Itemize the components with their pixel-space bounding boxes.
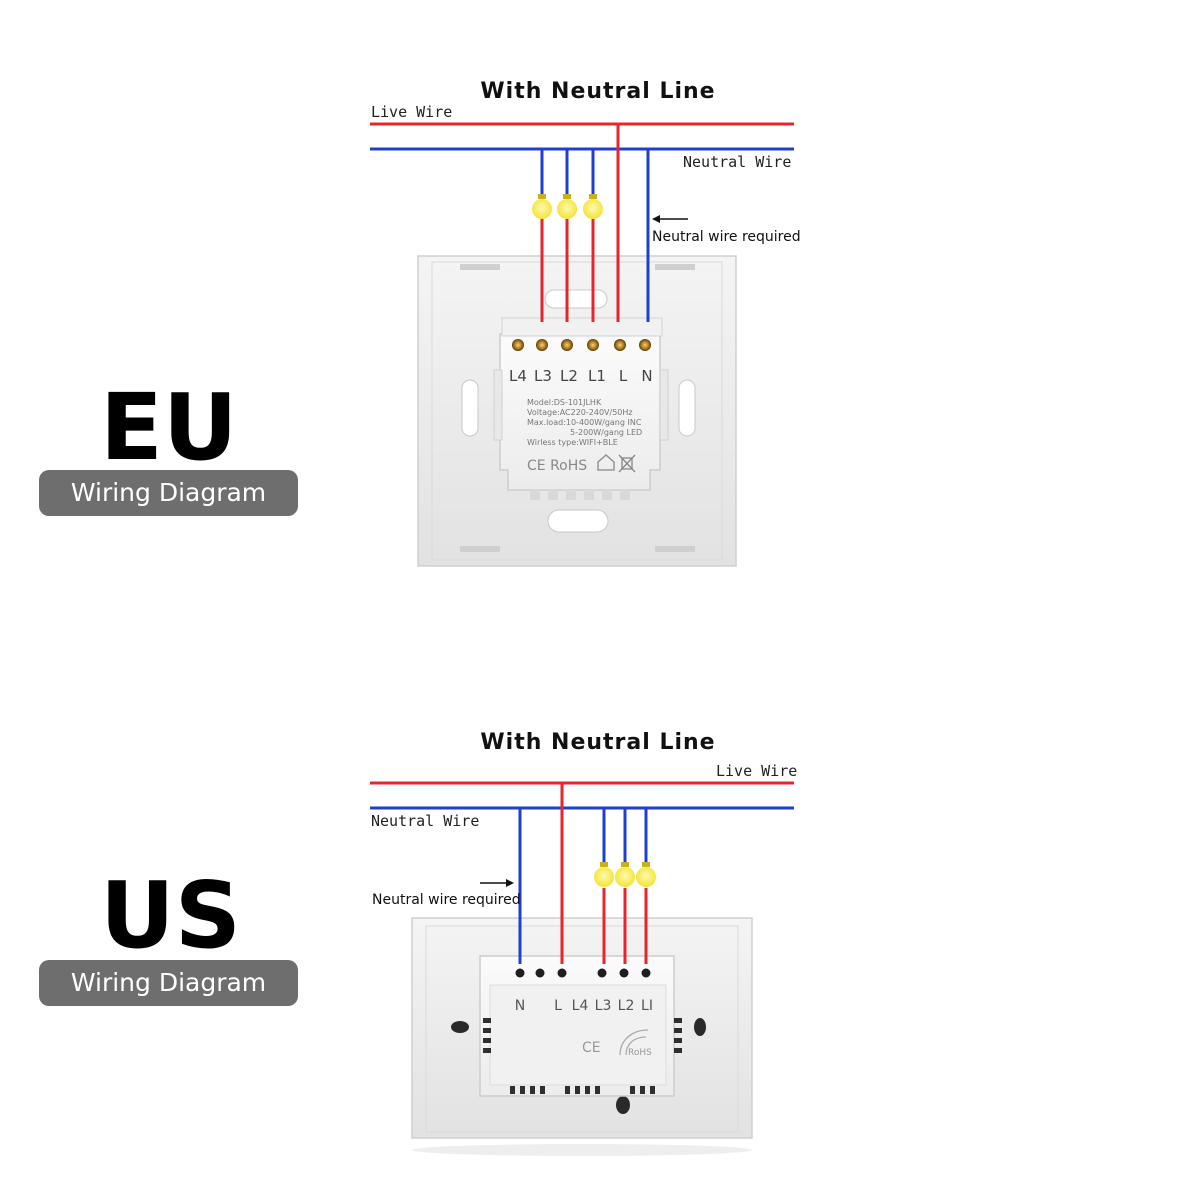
eu-terminal-label-l2: L2 <box>560 367 578 385</box>
eu-spec-voltage: Voltage:AC220-240V/50Hz <box>527 408 633 417</box>
eu-live-wire-label: Live Wire <box>371 103 452 121</box>
eu-neutral-drops <box>540 149 650 322</box>
us-diagram: With Neutral Line Live Wire Neutral Wire <box>370 730 797 1156</box>
us-ce-mark: CE <box>582 1040 601 1056</box>
eu-lamps <box>532 194 603 219</box>
eu-spec-wireless: Wirless type:WIFI+BLE <box>527 438 618 447</box>
us-wireless-icon <box>619 1029 649 1056</box>
us-region-label: US <box>100 862 241 969</box>
us-terminal-holes <box>515 968 651 978</box>
eu-lamp-3 <box>583 199 603 219</box>
eu-neutral-note: Neutral wire required <box>652 229 801 245</box>
eu-diagram: With Neutral Line Live Wire Neutral Wire <box>370 79 801 567</box>
eu-lamp-2 <box>557 199 577 219</box>
us-title: With Neutral Line <box>480 730 715 755</box>
us-neutral-wire-label: Neutral Wire <box>371 812 479 830</box>
us-terminal-label-l4: L4 <box>572 998 589 1014</box>
us-live-wire-label: Live Wire <box>716 762 797 780</box>
us-switched-drops <box>560 783 648 964</box>
eu-wiring-diagram-badge: Wiring Diagram <box>39 470 298 516</box>
eu-switched-drops <box>540 124 620 322</box>
eu-terminal-label-l1: L1 <box>588 367 606 385</box>
us-lamp-1 <box>594 867 614 887</box>
eu-house-icon <box>597 454 615 471</box>
us-terminal-label-n: N <box>515 998 525 1014</box>
us-terminal-label-l: L <box>554 998 562 1014</box>
eu-arrow-icon <box>652 215 688 223</box>
us-neutral-drops <box>518 808 648 964</box>
eu-terminal-screws <box>512 339 651 351</box>
us-lamp-2 <box>615 867 635 887</box>
eu-region-label: EU <box>100 374 238 481</box>
eu-ce-rohs-marks: CE RoHS <box>527 458 587 474</box>
us-terminal-label-l3: L3 <box>595 998 612 1014</box>
eu-terminal-label-l4: L4 <box>509 367 527 385</box>
eu-spec-model: Model:DS-101JLHK <box>527 398 602 407</box>
eu-neutral-wire-label: Neutral Wire <box>683 153 791 171</box>
us-arrow-icon <box>480 879 514 887</box>
eu-terminal-label-l: L <box>619 367 628 385</box>
us-rohs-mark: RoHS <box>628 1048 652 1058</box>
eu-weee-bin-icon <box>618 454 636 473</box>
us-lamps <box>594 862 656 887</box>
us-neutral-note: Neutral wire required <box>372 892 521 908</box>
eu-title: With Neutral Line <box>480 79 715 104</box>
us-wiring-diagram-badge: Wiring Diagram <box>39 960 298 1006</box>
eu-terminal-label-n: N <box>641 367 652 385</box>
us-terminal-label-l2: L2 <box>618 998 635 1014</box>
us-terminal-label-li: LI <box>641 998 653 1014</box>
us-lamp-3 <box>636 867 656 887</box>
eu-terminal-label-l3: L3 <box>534 367 552 385</box>
eu-spec-maxload: Max.load:10-400W/gang INC <box>527 418 642 427</box>
eu-spec-maxload-led: 5-200W/gang LED <box>570 428 642 437</box>
eu-lamp-1 <box>532 199 552 219</box>
